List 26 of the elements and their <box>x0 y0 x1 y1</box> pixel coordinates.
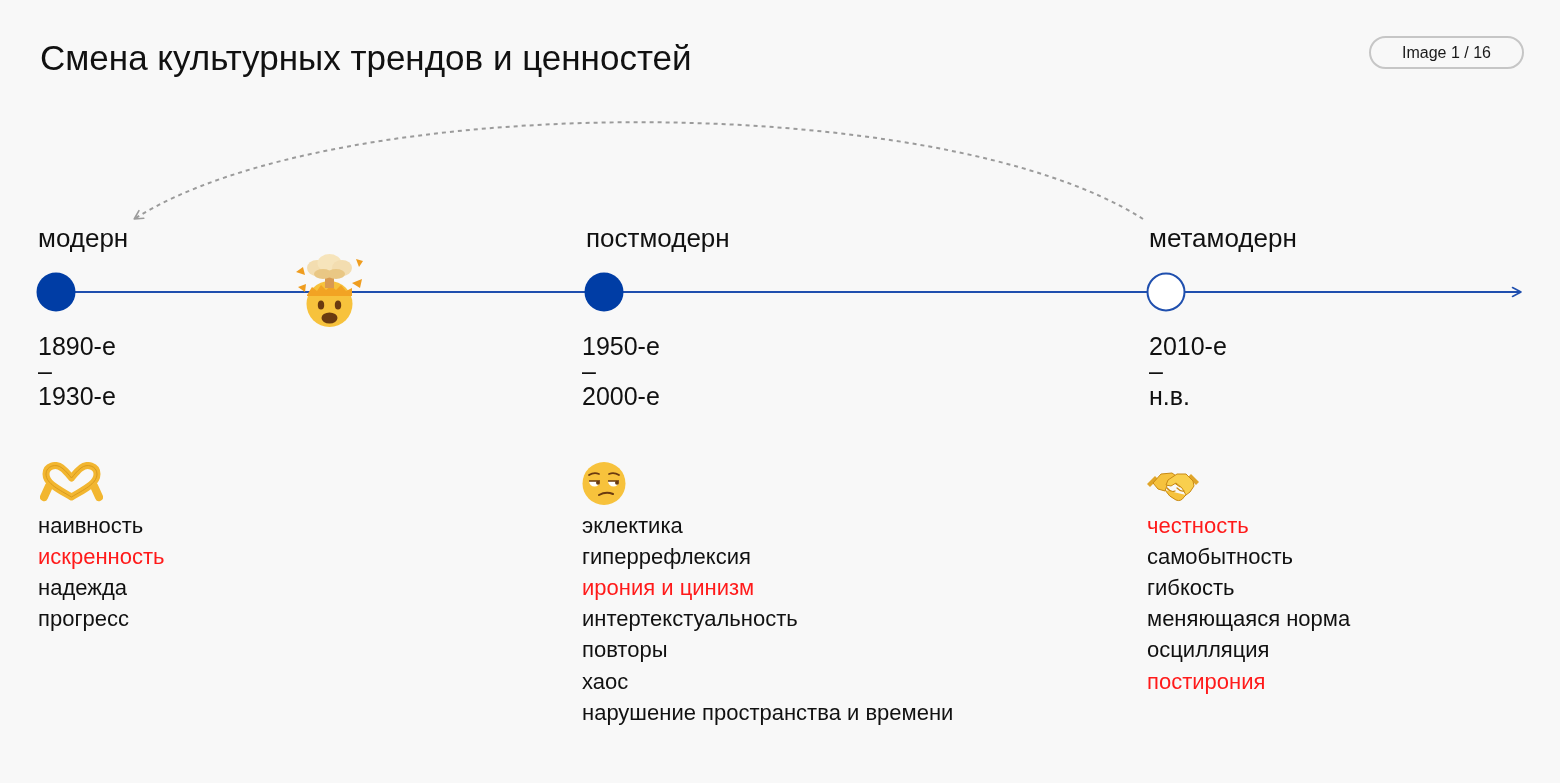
era-heading: постмодерн <box>580 219 736 257</box>
value-term: осцилляция <box>1147 636 1270 664</box>
era-heading: метамодерн <box>1143 219 1303 257</box>
value-term: ирония и цинизм <box>582 573 755 601</box>
value-term: наивность <box>38 511 144 539</box>
image-counter: Image 1 / 16 <box>1369 36 1524 69</box>
value-term: надежда <box>38 573 127 601</box>
value-term: гиперрефлексия <box>582 542 751 570</box>
value-term: нарушение пространства и времени <box>582 698 954 726</box>
date-range: 1890-е – 1930-е <box>38 332 116 410</box>
value-term: прогресс <box>38 605 129 633</box>
page-title: Смена культурных трендов и ценностей <box>40 37 692 79</box>
value-term: искренность <box>38 542 165 570</box>
value-term: эклектика <box>582 511 683 539</box>
value-term: честность <box>1147 511 1249 539</box>
dashed-arrow <box>133 121 1144 220</box>
era-heading: модерн <box>32 219 135 257</box>
value-term: гибкость <box>1147 573 1235 601</box>
value-term: интертекстуальность <box>582 605 798 633</box>
date-range: 1950-е – 2000-е <box>582 332 660 410</box>
value-term: хаос <box>582 667 629 695</box>
date-range: 2010-е – н.в. <box>1149 332 1227 410</box>
value-term: постирония <box>1147 667 1266 695</box>
value-term: меняющаяся норма <box>1147 605 1351 633</box>
value-term: повторы <box>582 636 668 664</box>
value-term: самобытность <box>1147 542 1293 570</box>
